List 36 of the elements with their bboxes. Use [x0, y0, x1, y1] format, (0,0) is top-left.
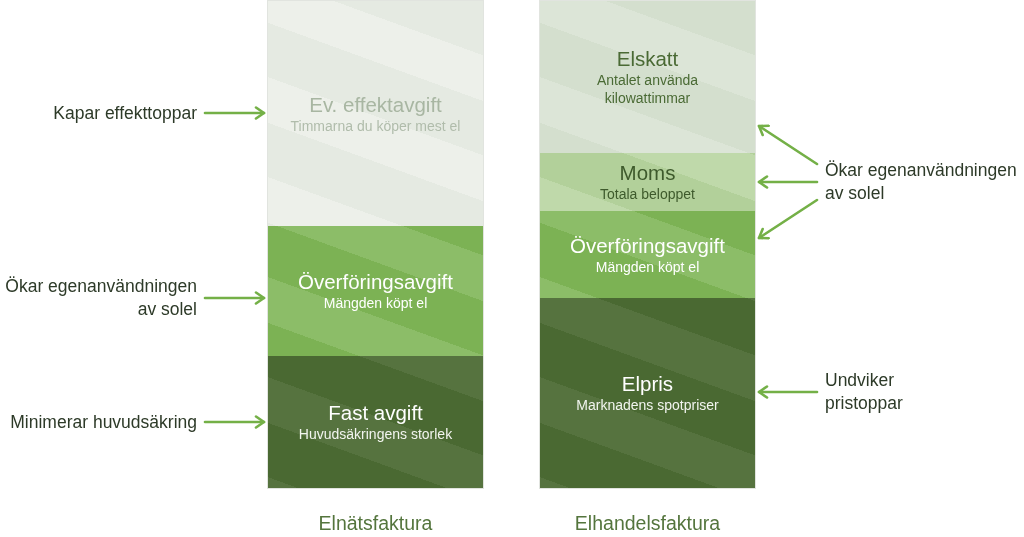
column-caption: Elnätsfaktura — [318, 511, 433, 535]
arrow — [203, 291, 266, 305]
segment-subtitle: Huvudsäkringens storlek — [298, 425, 453, 443]
fee-segment — [268, 226, 483, 356]
fee-segment — [540, 211, 755, 298]
fee-segment — [540, 153, 755, 211]
segment-subtitle: Antalet använda kilowattimmar — [595, 71, 700, 107]
benefit-note: Undviker pristoppar — [825, 369, 904, 415]
fee-segment — [540, 1, 755, 153]
arrow — [757, 175, 819, 189]
segment-title: Överföringsavgift — [570, 233, 725, 258]
segment-title: Elskatt — [616, 47, 679, 71]
arrow — [203, 106, 266, 120]
segment-title: Moms — [619, 161, 676, 185]
segment-subtitle: Mängden köpt el — [323, 294, 428, 312]
segment-title: Ev. effektavgift — [309, 92, 442, 117]
segment-subtitle: Mängden köpt el — [595, 257, 700, 276]
fee-segment — [268, 1, 483, 226]
arrow — [203, 415, 266, 429]
arrow — [757, 385, 819, 399]
fee-segment — [268, 356, 483, 488]
segment-subtitle: Totala beloppet — [600, 185, 695, 203]
stacked-column — [267, 0, 484, 489]
column-caption: Elhandelsfaktura — [574, 511, 721, 535]
benefit-note: Ökar egenanvändningen av solel — [4, 275, 197, 321]
benefit-note: Kapar effekttoppar — [52, 101, 197, 125]
stacked-column — [539, 0, 756, 489]
fee-segment — [540, 298, 755, 488]
segment-title: Elpris — [621, 372, 674, 396]
segment-subtitle: Marknadens spotpriser — [576, 396, 719, 414]
segment-title: Överföringsavgift — [298, 270, 453, 294]
arrow — [757, 124, 819, 166]
benefit-note: Ökar egenanvändningen av solel — [825, 159, 1018, 205]
segment-title: Fast avgift — [328, 401, 423, 425]
benefit-note: Minimerar huvudsäkring — [9, 410, 197, 434]
arrow — [757, 198, 819, 240]
